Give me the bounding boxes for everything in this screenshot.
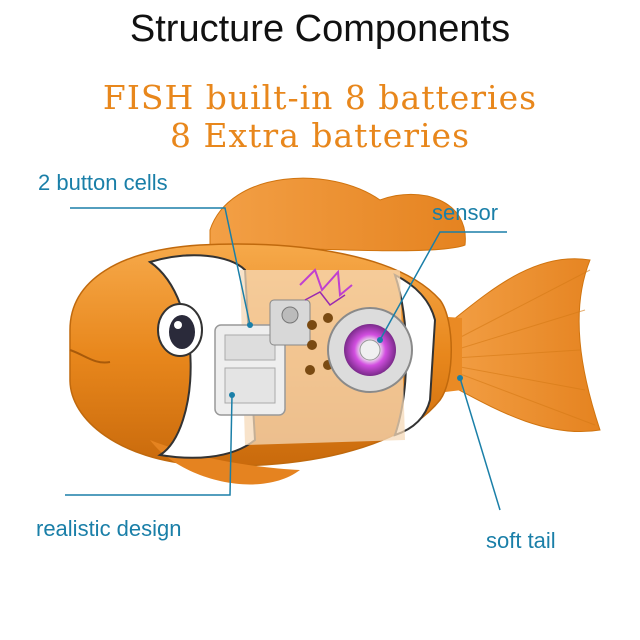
label-realistic-design: realistic design: [36, 516, 182, 541]
leader-line-sensor: [379, 231, 507, 341]
tail-fin: [439, 258, 601, 432]
dorsal-fin: [209, 177, 466, 252]
fish-mouth: [69, 349, 111, 364]
diagram-title: Structure Components: [129, 8, 511, 50]
subtitle-extra-batteries: 8 Extra batteries: [169, 116, 471, 155]
label-sensor: sensor: [432, 200, 499, 225]
leader-line-realistic-design: [65, 394, 233, 496]
label-button-cells: 2 button cells: [38, 170, 168, 195]
subtitle-built-in-batteries: FISH built-in 8 batteries: [102, 78, 538, 117]
leader-line-button-cells: [70, 207, 251, 326]
leader-line-soft-tail: [459, 377, 501, 511]
spark-effect: [299, 268, 353, 297]
bottom-fin: [150, 440, 300, 485]
label-soft-tail: soft tail: [486, 528, 556, 553]
